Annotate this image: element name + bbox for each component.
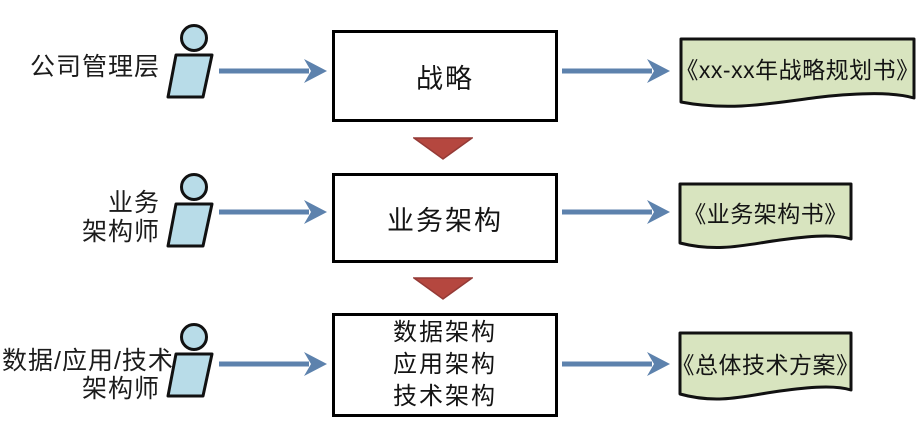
process-box-label: 应用架构 — [393, 351, 497, 378]
actor-label-data-app-tech-architect: 数据/应用/技术 架构师 — [2, 347, 174, 403]
process-box-label: 战略 — [416, 63, 474, 94]
actor-label-business-architect: 业务 架构师 — [6, 189, 160, 247]
person-body — [166, 202, 214, 248]
document-shape-overall-technical-solution: 《总体技术方案》 — [672, 330, 859, 408]
actor-label-line: 架构师 — [81, 375, 160, 403]
document-label: 《业务架构书》 — [683, 201, 848, 227]
right-arrow-icon — [219, 59, 327, 83]
right-arrow-icon — [562, 352, 670, 376]
document-label: 《总体技术方案》 — [671, 352, 860, 378]
person-icon — [166, 24, 214, 99]
actor-label-line: 架构师 — [81, 218, 160, 246]
down-arrow-icon — [413, 137, 473, 160]
person-icon — [166, 173, 214, 248]
actor-label-management: 公司管理层 — [6, 53, 160, 82]
down-arrow-icon — [413, 277, 473, 300]
person-head — [180, 24, 208, 52]
process-box-label: 数据架构 — [393, 319, 497, 346]
actor-label-line: 数据/应用/技术 — [2, 347, 174, 375]
actor-label-line: 公司管理层 — [29, 53, 160, 81]
document-shape-strategy-plan: 《xx-xx年战略规划书》 — [675, 36, 920, 114]
process-box-business-architecture: 业务架构 — [332, 173, 558, 263]
process-box-label: 技术架构 — [393, 383, 497, 410]
actor-label-line: 业务 — [107, 189, 160, 217]
right-arrow-icon — [219, 200, 327, 224]
person-body — [166, 53, 214, 99]
process-box-data-app-tech-architecture: 数据架构 应用架构 技术架构 — [332, 313, 558, 417]
person-icon — [166, 323, 214, 398]
person-body — [166, 352, 214, 398]
right-arrow-icon — [562, 59, 670, 83]
person-head — [180, 323, 208, 351]
process-box-label: 业务架构 — [387, 205, 503, 236]
right-arrow-icon — [562, 200, 670, 224]
document-outline — [678, 182, 853, 250]
right-arrow-icon — [219, 352, 327, 376]
document-label: 《xx-xx年战略规划书》 — [675, 57, 920, 83]
document-shape-business-architecture: 《业务架构书》 — [677, 181, 854, 255]
document-outline — [679, 37, 916, 108]
person-head — [180, 173, 208, 201]
document-outline — [678, 331, 853, 401]
process-box-strategy: 战略 — [332, 30, 558, 122]
